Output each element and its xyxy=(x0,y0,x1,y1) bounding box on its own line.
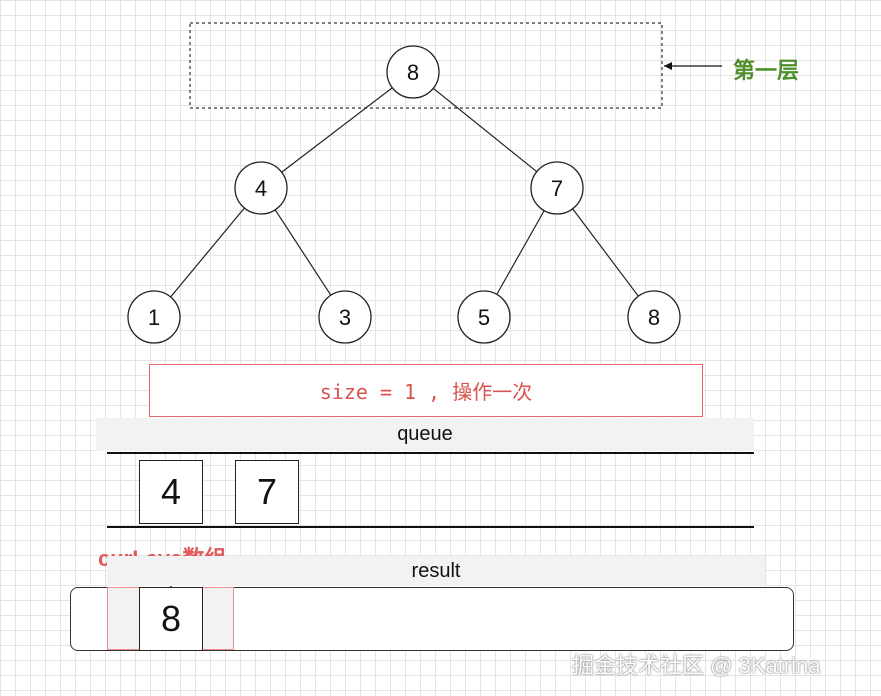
tree-node-label: 8 xyxy=(648,305,660,330)
queue-title: queue xyxy=(96,418,754,451)
info-text: size = 1 , 操作一次 xyxy=(319,380,533,404)
level-highlight-box xyxy=(189,22,663,109)
tree-edge xyxy=(432,87,538,173)
result-item: 8 xyxy=(139,587,203,651)
queue-item: 4 xyxy=(139,460,203,524)
tree-node xyxy=(386,45,440,99)
tree-node xyxy=(457,290,511,344)
tree-edge xyxy=(170,207,245,298)
tree-edge xyxy=(572,208,639,297)
tree-node-label: 1 xyxy=(148,305,160,330)
tree-edge xyxy=(281,87,393,173)
info-box: size = 1 , 操作一次 xyxy=(149,364,703,417)
level-arrow-head xyxy=(664,62,672,70)
queue-top-rule xyxy=(107,452,754,454)
queue-bottom-rule xyxy=(107,526,754,528)
tree-node-label: 3 xyxy=(339,305,351,330)
tree-node xyxy=(234,161,288,215)
queue-item: 7 xyxy=(235,460,299,524)
level-label: 第一层 xyxy=(733,58,800,83)
tree-node xyxy=(318,290,372,344)
tree-node-label: 4 xyxy=(255,176,267,201)
tree-edge xyxy=(274,209,332,296)
tree-node xyxy=(627,290,681,344)
tree-node-label: 7 xyxy=(551,176,563,201)
tree-node xyxy=(127,290,181,344)
tree-node-label: 8 xyxy=(407,60,419,85)
watermark: 掘金技术社区 @ 3Katrina xyxy=(572,653,821,678)
result-title: result xyxy=(107,556,765,586)
tree-node xyxy=(530,161,584,215)
tree-edge xyxy=(496,210,545,295)
tree-node-label: 5 xyxy=(478,305,490,330)
